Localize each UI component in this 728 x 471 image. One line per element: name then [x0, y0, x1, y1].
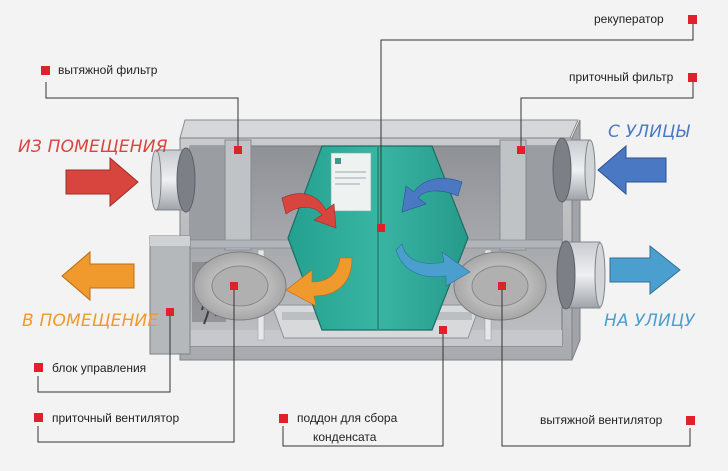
- label-exhaust-fan: вытяжной вентилятор: [540, 413, 663, 427]
- marker-exhaust-filter-point: [234, 146, 242, 154]
- flow-to-street: НА УЛИЦУ: [604, 311, 695, 331]
- label-supply-fan: приточный вентилятор: [52, 411, 180, 425]
- arrow-to-room: [61, 250, 135, 302]
- marker-control-unit-point: [166, 308, 174, 316]
- arrow-to-street: [609, 244, 681, 296]
- marker-recuperator-point: [377, 224, 385, 232]
- inner-arrow-warm-in: [281, 193, 337, 229]
- arrow-from-street: [597, 144, 667, 196]
- marker-supply-fan-label: [34, 413, 43, 422]
- duct-left-top: [150, 147, 196, 213]
- marker-recuperator-label: [688, 15, 697, 24]
- label-drain-pan-2: конденсата: [313, 430, 377, 444]
- label-exhaust-filter: вытяжной фильтр: [58, 63, 158, 77]
- marker-exhaust-fan-label: [686, 416, 695, 425]
- flow-from-street: С УЛИЦЫ: [608, 122, 690, 142]
- marker-drain-pan-label: [279, 414, 288, 423]
- markers: [34, 15, 697, 425]
- marker-exhaust-fan-point: [498, 282, 506, 290]
- inner-arrow-blue-out: [395, 243, 471, 287]
- marker-control-unit-label: [34, 363, 43, 372]
- inner-arrow-blue-in: [401, 178, 463, 213]
- duct-right-top: [552, 137, 596, 203]
- label-drain-pan-1: поддон для сбора: [297, 411, 398, 425]
- marker-supply-filter-label: [688, 73, 697, 82]
- leader-control-unit: [37, 312, 171, 393]
- supply-fan: [193, 251, 287, 321]
- leader-recuperator: [380, 24, 694, 228]
- label-recuperator: рекуператор: [594, 12, 664, 26]
- marker-drain-pan-point: [439, 326, 447, 334]
- leader-drain-pan: [282, 330, 444, 447]
- marker-supply-filter-point: [517, 146, 525, 154]
- marker-exhaust-filter-label: [41, 66, 50, 75]
- inner-arrow-orange-out: [285, 257, 353, 307]
- leader-exhaust-fan: [501, 286, 691, 447]
- marker-supply-fan-point: [230, 282, 238, 290]
- label-control-unit: блок управления: [52, 361, 147, 375]
- duct-right-bottom: [556, 240, 606, 310]
- flow-to-room: В ПОМЕЩЕНИЕ: [22, 311, 159, 331]
- leader-supply-filter: [520, 82, 694, 150]
- leader-lines: [37, 24, 694, 447]
- leader-supply-fan: [37, 286, 235, 443]
- arrow-from-room: [65, 156, 139, 208]
- leader-exhaust-filter: [45, 82, 239, 150]
- label-supply-filter: приточный фильтр: [569, 70, 674, 84]
- flow-from-room: ИЗ ПОМЕЩЕНИЯ: [18, 137, 168, 157]
